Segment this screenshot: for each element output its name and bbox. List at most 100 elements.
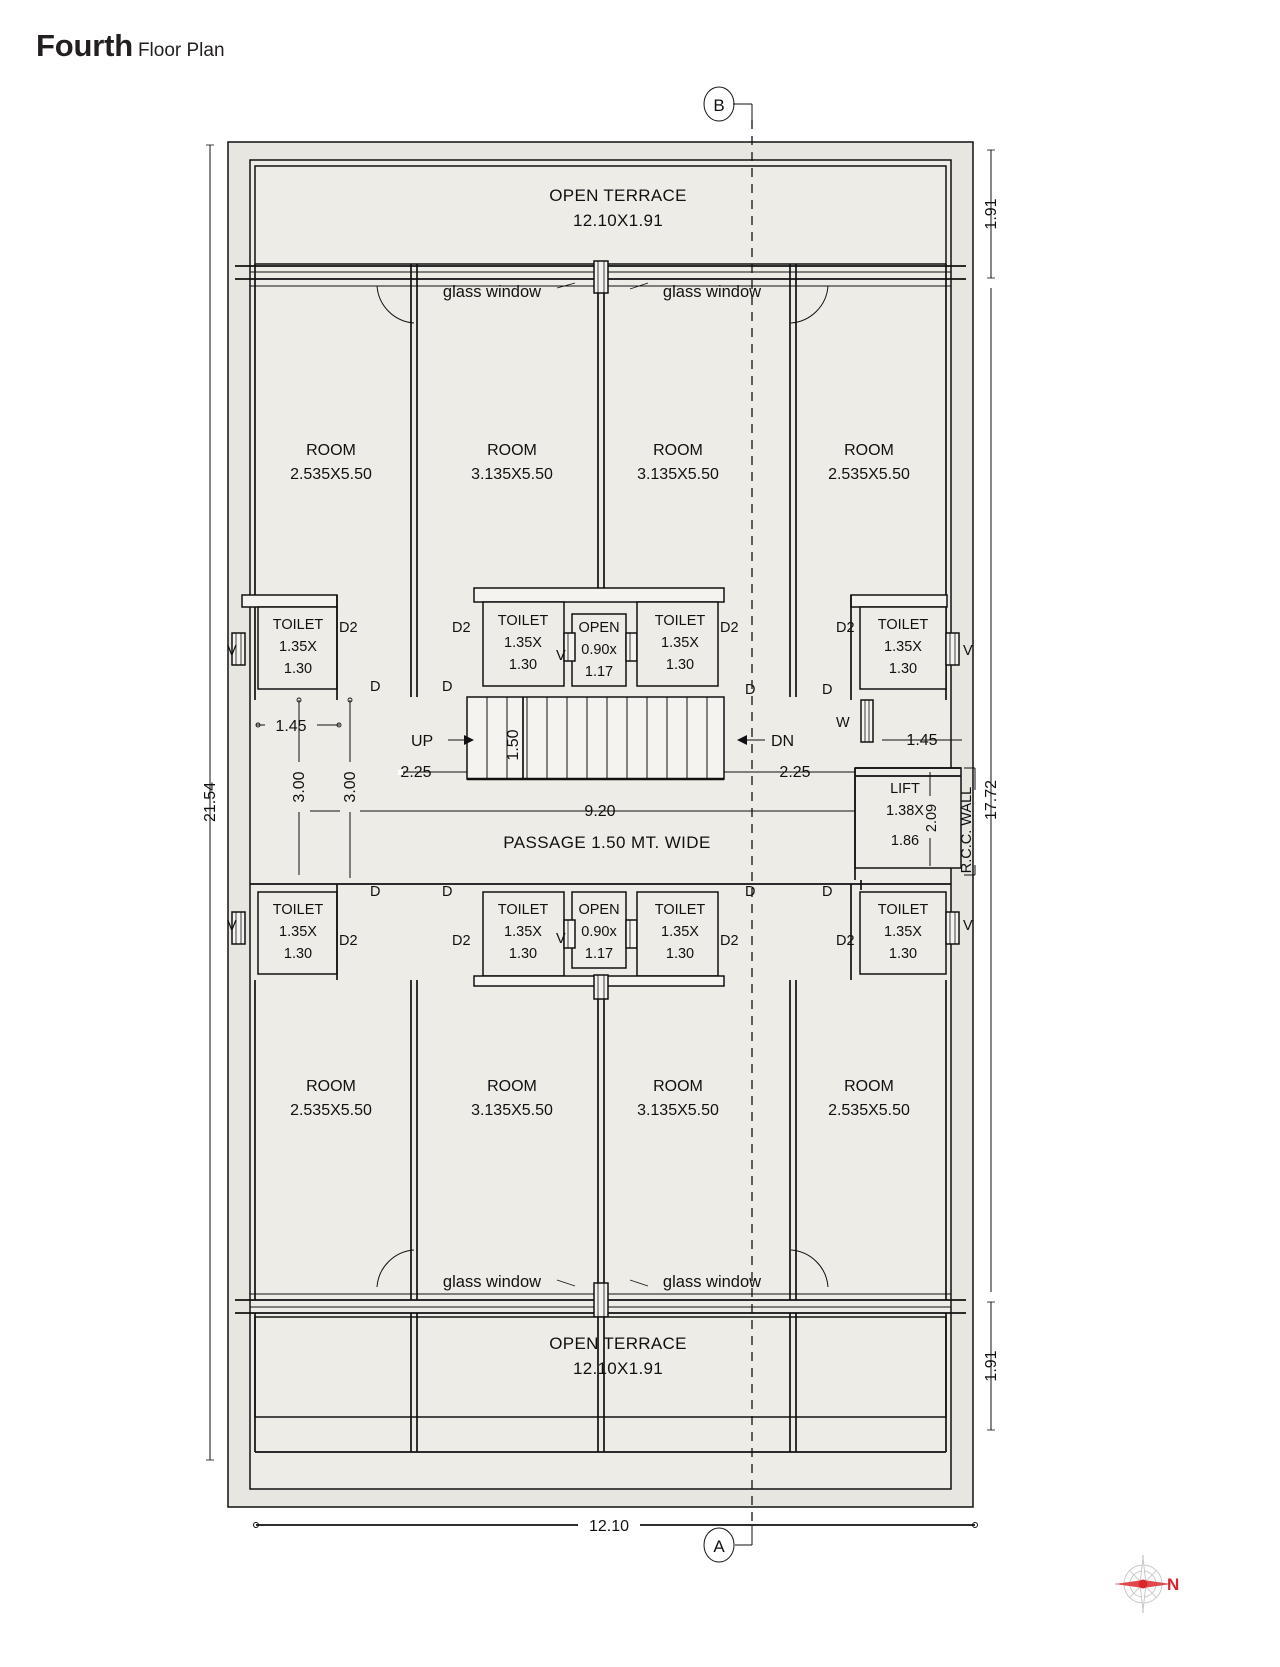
lift-size1: 1.38X (886, 803, 924, 819)
toilet-top-1 (257, 606, 338, 690)
window-tag-w: W (836, 715, 850, 731)
room-depth-a-dim: 3.00 (291, 771, 308, 802)
toilet-top-1-size1: 1.35X (279, 639, 317, 655)
mullion-bottom-inner (593, 974, 609, 1000)
door-tag-d-top-2: D (442, 679, 452, 695)
ventilator-bottom-1 (231, 911, 246, 945)
open-shaft-top-size2: 1.17 (585, 664, 613, 680)
toilet-bottom-4-size2: 1.30 (889, 946, 917, 962)
vent-bottom-2 (563, 919, 576, 949)
door-tag-d2-bottom-1: D2 (339, 933, 358, 949)
lift-depth-dim: 2.09 (924, 804, 940, 832)
door-swing-top-right (790, 285, 829, 324)
vent-bottom-3 (625, 919, 638, 949)
overall-bottom-dim: 12.10 (589, 1518, 629, 1535)
overall-right-dim: 17.72 (983, 780, 1000, 820)
room-bottom-2-name: ROOM (487, 1078, 537, 1095)
lift-shaft (854, 767, 962, 869)
toilet-top-4-size2: 1.30 (889, 661, 917, 677)
passage-label: PASSAGE 1.50 MT. WIDE (503, 833, 710, 852)
toilet-bottom-3-size2: 1.30 (666, 946, 694, 962)
toilet-bottom-1 (257, 891, 338, 975)
room-top-3-name: ROOM (653, 442, 703, 459)
vent-tag-top-4: V (963, 643, 973, 659)
vent-tag-top-2: V (556, 648, 566, 664)
grid-marker-a-label: A (713, 1537, 725, 1556)
vent-tag-bottom-1: V (227, 918, 237, 934)
door-swing-bottom-left (376, 1249, 415, 1288)
door-tag-d-top-3: D (745, 682, 755, 698)
vent-top-2 (563, 632, 576, 662)
lift-size2: 1.86 (891, 833, 919, 849)
stair-treads (486, 697, 708, 779)
open-terrace-bottom (254, 1316, 947, 1418)
stair-width-dim: 1.50 (505, 729, 522, 760)
room-bottom-3-name: ROOM (653, 1078, 703, 1095)
room-bottom-4-name: ROOM (844, 1078, 894, 1095)
page-title-secondary: Floor Plan (137, 40, 225, 61)
room-top-4-size: 2.535X5.50 (828, 466, 910, 483)
terrace-bottom-dim: 1.91 (983, 1350, 1000, 1381)
toilet-top-1-size2: 1.30 (284, 661, 312, 677)
toilet-top-3 (636, 601, 719, 687)
ventilator-bottom-4 (945, 911, 960, 945)
open-shaft-top-name: OPEN (578, 620, 619, 636)
mullion-bottom-center (593, 1282, 609, 1318)
room-bottom-2-size: 3.135X5.50 (471, 1102, 553, 1119)
open-shaft-bottom-size1: 0.90x (581, 924, 617, 940)
open-shaft-bottom-size2: 1.17 (585, 946, 613, 962)
door-tag-d-top-1: D (370, 679, 380, 695)
grid-marker-b-circle (703, 86, 735, 122)
door-tag-d-bottom-4: D (822, 884, 832, 900)
overall-left-dim: 21.54 (202, 782, 219, 822)
toilet-top-1-wall (241, 594, 338, 608)
glass-window-label-bottom-left: glass window (443, 1273, 541, 1291)
open-terrace-top-size: 12.10X1.91 (573, 211, 663, 230)
door-swing-top-left (376, 285, 415, 324)
compass-north-label: N (1167, 1575, 1179, 1594)
grid-marker-b-label: B (713, 96, 724, 115)
up-arrow-icon (464, 735, 474, 745)
toilet-bottom-1-size2: 1.30 (284, 946, 312, 962)
toilet-bottom-1-name: TOILET (273, 902, 324, 918)
door-tag-d2-top-3: D2 (720, 620, 739, 636)
open-terrace-bottom-label: OPEN TERRACE (549, 1334, 686, 1353)
staircase (466, 696, 725, 780)
toilet-top-3-size1: 1.35X (661, 635, 699, 651)
room-bottom-3-size: 3.135X5.50 (637, 1102, 719, 1119)
toilet-bottom-2-size2: 1.30 (509, 946, 537, 962)
lift-name: LIFT (890, 781, 920, 797)
toilet-bottom-2-size1: 1.35X (504, 924, 542, 940)
open-shaft-top (571, 613, 627, 687)
vent-tag-bottom-2: V (556, 931, 566, 947)
room-bottom-1-name: ROOM (306, 1078, 356, 1095)
toilet-top-4 (859, 606, 947, 690)
toilet-top-4-wall (850, 594, 948, 608)
door-tag-d2-bottom-4: D2 (836, 933, 855, 949)
door-tag-d2-top-2: D2 (452, 620, 471, 636)
glass-window-label-bottom-right: glass window (663, 1273, 761, 1291)
toilet-top-4-name: TOILET (878, 617, 929, 633)
open-terrace-top-label: OPEN TERRACE (549, 186, 686, 205)
room-top-2-size: 3.135X5.50 (471, 466, 553, 483)
door-tag-d-bottom-3: D (745, 884, 755, 900)
ventilator-top-4 (945, 632, 960, 666)
toilet-bottom-3-name: TOILET (655, 902, 706, 918)
toilet-bottom-1-size1: 1.35X (279, 924, 317, 940)
toilet-bottom-2 (482, 891, 565, 977)
page-title-primary: Fourth (36, 28, 133, 63)
room-top-4-name: ROOM (844, 442, 894, 459)
toilet-bottom-2-name: TOILET (498, 902, 549, 918)
room-top-1-size: 2.535X5.50 (290, 466, 372, 483)
toilet-bottom-4-size1: 1.35X (884, 924, 922, 940)
stair-down-label: DN (771, 733, 794, 750)
room-depth-b-dim: 3.00 (342, 771, 359, 802)
rcc-wall-label: R.C.C. WALL (959, 787, 975, 873)
grid-marker-a-circle (703, 1527, 735, 1563)
vent-tag-top-1: V (227, 643, 237, 659)
door-swing-bottom-right (790, 1249, 829, 1288)
passage-width-dim: 9.20 (584, 803, 615, 820)
room-top-3-size: 3.135X5.50 (637, 466, 719, 483)
door-tag-d-bottom-2: D (442, 884, 452, 900)
